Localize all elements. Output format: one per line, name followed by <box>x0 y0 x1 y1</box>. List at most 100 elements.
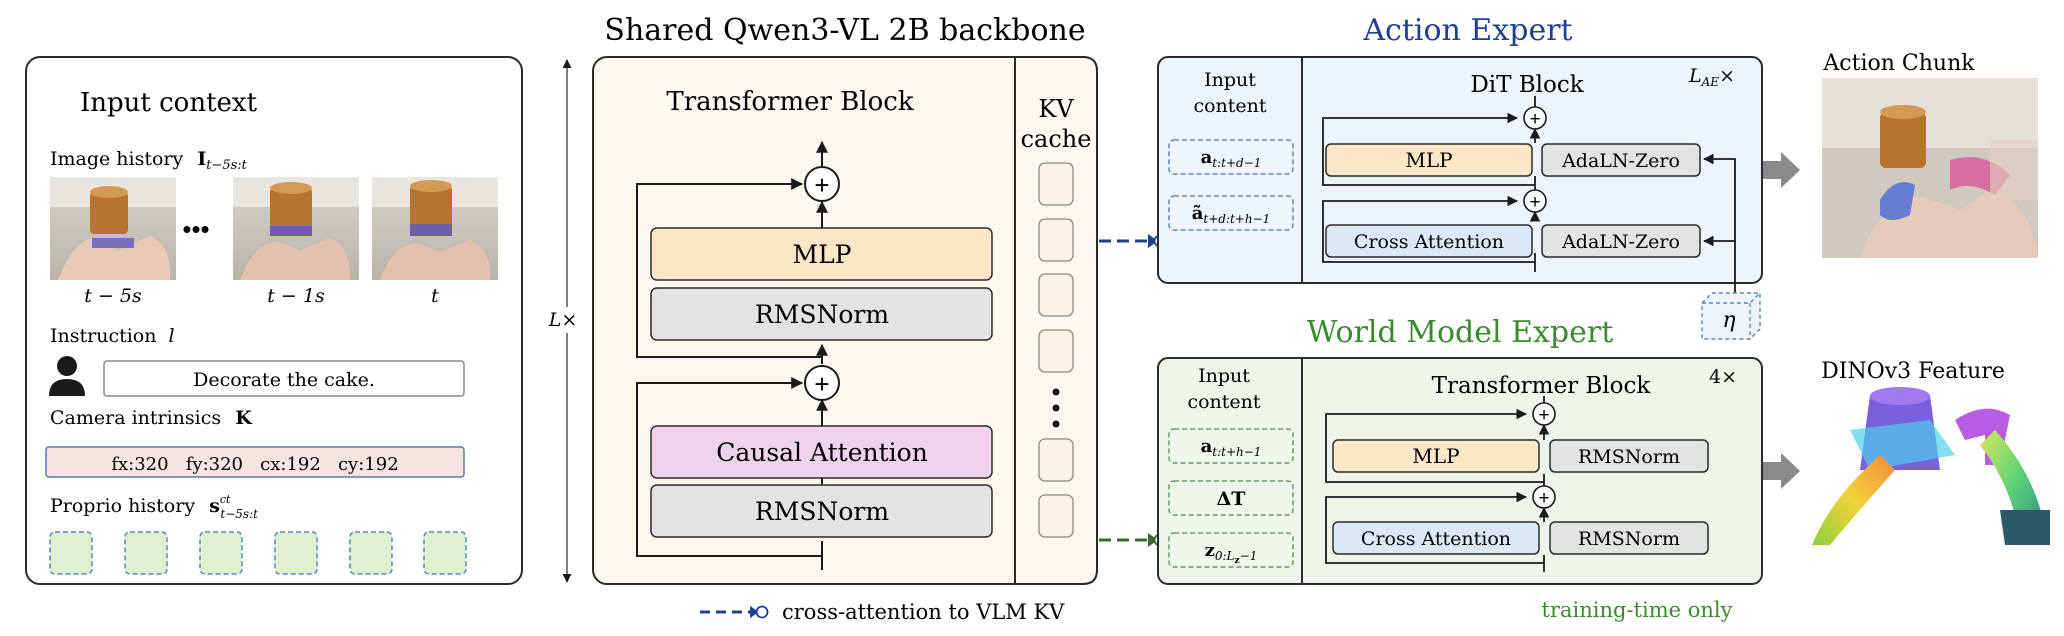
eta-symbol: η <box>1722 308 1735 333</box>
frame-ellipsis: ••• <box>182 214 209 244</box>
kv-slot <box>1038 162 1074 206</box>
plus-symbol: + <box>1529 192 1540 213</box>
world-input-label-2: content <box>1187 391 1260 413</box>
kv-cache-column <box>1014 56 1098 585</box>
proprio-token <box>423 531 467 575</box>
backbone-causal-attention: Causal Attention <box>650 425 993 479</box>
instruction-box <box>103 360 465 397</box>
world-cross-attention: Cross Attention <box>1332 521 1540 555</box>
backbone-block-title: Transformer Block <box>666 87 913 117</box>
dit-block-title: DiT Block <box>1470 72 1584 98</box>
backbone-rmsnorm-top: RMSNorm <box>650 287 993 341</box>
kv-cache-slots <box>1038 162 1074 538</box>
instruction-label: Instruction l <box>50 325 175 347</box>
kv-ellipsis-dot <box>1052 404 1060 412</box>
plus-symbol: + <box>1529 109 1540 130</box>
action-expert-panel: Action Expert Input content at:t+d−1 ãt+… <box>1157 13 1763 340</box>
plus-symbol: + <box>1538 488 1549 509</box>
proprio-tokens <box>49 531 467 575</box>
image-frame-3 <box>372 177 498 280</box>
world-input-label-1: Input <box>1198 365 1250 387</box>
backbone-add-bottom: + <box>804 365 840 401</box>
kv-to-world-connector <box>1099 533 1167 547</box>
action-chunk-output: Action Chunk <box>1822 51 2038 258</box>
svg-text:ãt+d:t+h−1: ãt+d:t+h−1 <box>1192 203 1271 226</box>
backbone-add-top: + <box>804 166 840 202</box>
frame-label-1: t − 5s <box>84 285 142 307</box>
action-adaln-top-label: AdaLN-Zero <box>1561 150 1680 172</box>
world-mlp: MLP <box>1332 439 1540 473</box>
backbone-rmsnorm-bottom: RMSNorm <box>650 484 993 538</box>
world-cross-attention-label: Cross Attention <box>1361 528 1511 550</box>
kv-cache-label-2: cache <box>1021 125 1092 153</box>
world-token-z: z0:Lz−1 <box>1168 532 1294 568</box>
proprio-token <box>199 531 243 575</box>
kv-ellipsis-dot <box>1052 388 1060 396</box>
input-context-panel: Input context Image history It−5s:t ••• <box>25 56 523 585</box>
action-mlp: MLP <box>1325 143 1533 177</box>
input-context-title: Input context <box>80 88 258 118</box>
action-input-label-2: content <box>1193 95 1266 117</box>
action-token-a-tilde: ãt+d:t+h−1 <box>1168 195 1294 231</box>
kv-ellipsis-dot <box>1052 420 1060 428</box>
action-add-top: + <box>1523 106 1547 130</box>
svg-text:ΔT: ΔT <box>1217 488 1246 510</box>
camera-values-box <box>45 446 465 478</box>
world-add-top: + <box>1532 402 1556 426</box>
proprio-token <box>274 531 318 575</box>
image-frame-2 <box>233 177 359 280</box>
world-rmsnorm-bottom-label: RMSNorm <box>1578 528 1680 550</box>
world-rmsnorm-bottom: RMSNorm <box>1549 521 1709 555</box>
svg-text:at:t+h−1: at:t+h−1 <box>1201 436 1262 459</box>
action-expert-title: Action Expert <box>1362 13 1572 48</box>
world-token-a: at:t+h−1 <box>1168 428 1294 464</box>
backbone-causal-attention-label: Causal Attention <box>716 438 928 467</box>
camera-intrinsics-label: Camera intrinsics K <box>50 407 253 429</box>
action-token-a: at:t+d−1 <box>1168 139 1294 175</box>
action-cross-attention: Cross Attention <box>1325 224 1533 258</box>
training-time-only-note: training-time only <box>1542 598 1733 622</box>
action-adaln-bottom: AdaLN-Zero <box>1541 224 1701 258</box>
action-repeat-label: LAE× <box>1688 65 1735 89</box>
image-history-label: Image history It−5s:t <box>50 148 248 173</box>
frame-label-2: t − 1s <box>267 285 325 307</box>
legend: cross-attention to VLM KV <box>700 600 1065 624</box>
world-rmsnorm-top-label: RMSNorm <box>1578 446 1680 468</box>
world-add-bottom: + <box>1532 485 1556 509</box>
legend-label: cross-attention to VLM KV <box>782 600 1065 624</box>
plus-symbol: + <box>1538 405 1549 426</box>
eta-noise-cube: η <box>1701 292 1761 340</box>
action-add-bottom: + <box>1523 189 1547 213</box>
plus-symbol: + <box>814 369 829 399</box>
action-mlp-label: MLP <box>1405 148 1452 172</box>
image-frame-1 <box>50 177 176 280</box>
legend-circle-icon <box>755 605 769 619</box>
world-model-title: World Model Expert <box>1307 315 1614 350</box>
dinov3-feature-output: DINOv3 Feature <box>1812 359 2050 545</box>
kv-slot <box>1038 494 1074 538</box>
frame-label-3: t <box>431 285 439 307</box>
backbone-title: Shared Qwen3-VL 2B backbone <box>604 13 1085 48</box>
output-arrow-action <box>1763 152 1800 188</box>
backbone-rmsnorm-top-label: RMSNorm <box>755 300 889 329</box>
dinov3-title: DINOv3 Feature <box>1821 359 2005 384</box>
world-mlp-label: MLP <box>1412 444 1459 468</box>
world-repeat-label: 4× <box>1709 366 1737 388</box>
world-block-title: Transformer Block <box>1432 373 1652 399</box>
svg-text:z0:Lz−1: z0:Lz−1 <box>1205 540 1258 566</box>
action-adaln-top: AdaLN-Zero <box>1541 143 1701 177</box>
kv-slot <box>1038 329 1074 373</box>
output-arrow-world <box>1763 453 1800 489</box>
camera-values: fx:320 fy:320 cx:192 cy:192 <box>111 454 398 475</box>
proprio-token <box>124 531 168 575</box>
kv-to-action-connector <box>1099 234 1167 248</box>
world-rmsnorm-top: RMSNorm <box>1549 439 1709 473</box>
layer-repeat-label: L× <box>548 309 578 331</box>
proprio-token <box>349 531 393 575</box>
plus-symbol: + <box>814 170 829 200</box>
world-token-delta-t: ΔT <box>1168 480 1294 516</box>
instruction-text: Decorate the cake. <box>193 369 375 391</box>
backbone-mlp-label: MLP <box>792 240 851 269</box>
backbone-panel: Shared Qwen3-VL 2B backbone Transformer … <box>592 13 1098 585</box>
